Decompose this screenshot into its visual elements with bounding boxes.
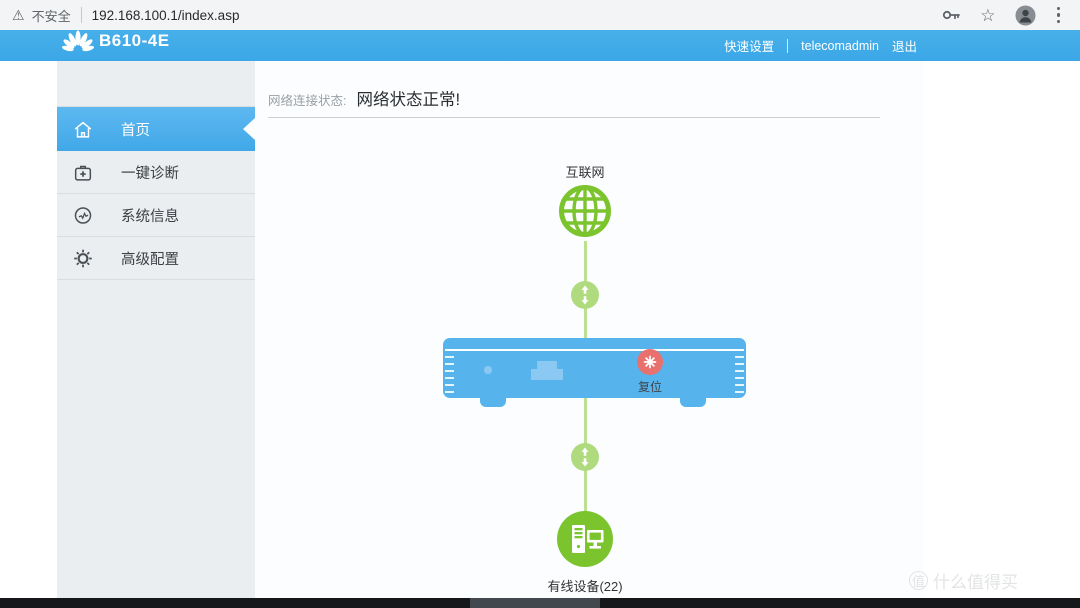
password-key-icon[interactable]	[942, 7, 961, 23]
smzdm-watermark: 值 什么值得买	[909, 568, 1018, 593]
security-status-label[interactable]: 不安全	[31, 8, 71, 24]
bottom-bar-segment	[470, 598, 600, 608]
router-power-port-icon	[484, 366, 492, 374]
browser-address-bar[interactable]: ⚠ 不安全 192.168.100.1/index.asp ☆	[0, 0, 1080, 30]
profile-avatar-icon[interactable]	[1015, 5, 1036, 26]
sidebar-spacer	[57, 61, 255, 107]
advanced-config-icon	[71, 248, 95, 269]
home-icon	[71, 119, 95, 140]
huawei-logo-icon	[61, 30, 95, 58]
sidebar-item-home[interactable]: 首页	[57, 107, 255, 151]
watermark-text: 什么值得买	[933, 573, 1018, 592]
sidebar: 首页 一键诊断 系统信息 高级配置	[57, 61, 255, 598]
network-status-value: 网络状态正常!	[356, 91, 461, 109]
sidebar-item-label: 高级配置	[121, 251, 179, 268]
main-content: 网络连接状态: 网络状态正常! 互联网	[255, 61, 923, 598]
bookmark-star-icon[interactable]: ☆	[980, 5, 996, 25]
device-model-title: B610-4E	[99, 31, 170, 50]
security-warning-icon: ⚠	[12, 7, 25, 23]
router-ethernet-port-icon	[531, 361, 563, 380]
sidebar-item-label: 系统信息	[121, 208, 179, 225]
header-separator	[787, 38, 789, 53]
router-vent-right	[735, 356, 744, 393]
bottom-black-bar	[0, 598, 1080, 608]
wired-devices-label[interactable]: 有线设备(22)	[547, 579, 623, 594]
sidebar-item-label: 一键诊断	[121, 165, 179, 182]
internet-label: 互联网	[565, 165, 605, 180]
network-topology: 互联网	[255, 117, 923, 598]
sidebar-item-label: 首页	[121, 122, 150, 139]
url-text[interactable]: 192.168.100.1/index.asp	[91, 7, 240, 23]
browser-actions: ☆	[942, 5, 1062, 26]
router-foot-left	[480, 397, 506, 407]
traffic-updown-icon	[571, 281, 599, 309]
browser-menu-icon[interactable]	[1055, 5, 1063, 26]
brand: B610-4E	[61, 30, 170, 58]
sidebar-item-advanced-config[interactable]: 高级配置	[57, 237, 255, 280]
quick-setup-link[interactable]: 快速设置	[724, 40, 775, 54]
router-top-edge	[445, 349, 744, 351]
network-status-row: 网络连接状态: 网络状态正常!	[268, 86, 460, 110]
internet-globe-icon	[557, 183, 613, 239]
router-foot-right	[680, 397, 706, 407]
system-info-icon	[71, 205, 95, 226]
router-reset-button[interactable]	[637, 349, 663, 375]
router-reset-label: 复位	[637, 380, 662, 394]
sidebar-item-diagnosis[interactable]: 一键诊断	[57, 151, 255, 194]
sidebar-item-system-info[interactable]: 系统信息	[57, 194, 255, 237]
logout-link[interactable]: 退出	[891, 40, 917, 54]
content-divider	[268, 117, 880, 118]
url-divider	[80, 7, 82, 23]
header-links: 快速设置 telecomadmin 退出	[724, 30, 917, 61]
router-illustration: 复位	[443, 338, 746, 407]
wired-devices-icon[interactable]	[557, 511, 613, 567]
watermark-badge: 值	[909, 571, 928, 590]
traffic-updown-icon	[571, 443, 599, 471]
router-vent-left	[445, 356, 454, 393]
logged-in-username: telecomadmin	[801, 38, 879, 53]
app-header: B610-4E 快速设置 telecomadmin 退出	[0, 30, 1080, 61]
one-key-diagnosis-icon	[71, 162, 95, 183]
network-status-label: 网络连接状态:	[268, 94, 347, 108]
router-body	[443, 338, 746, 398]
